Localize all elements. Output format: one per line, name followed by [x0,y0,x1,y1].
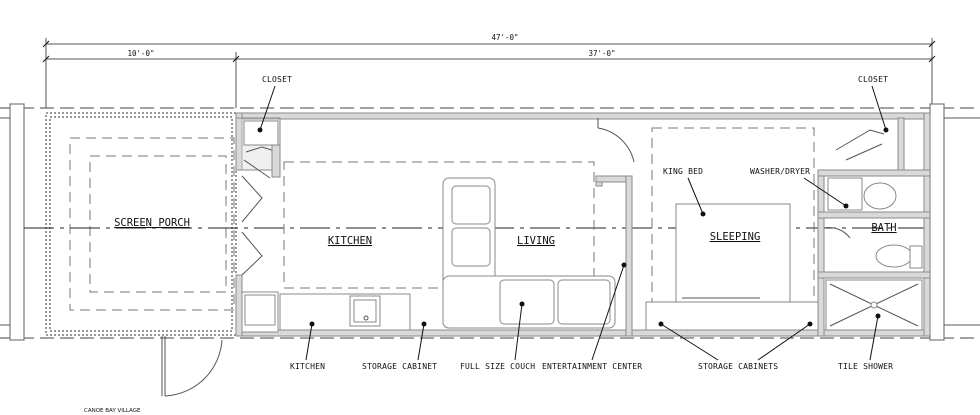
house-walls [235,112,931,337]
bath-room-label: BATH [871,222,896,234]
sleeping-area: SLEEPING [645,127,819,331]
living-area: LIVING [442,177,616,329]
overall-dimension: 47'-0" [491,33,518,42]
bath-area: BATH [825,177,923,331]
storage-cabinet-label: STORAGE CABINET [362,362,437,371]
porch-dimension: 10'-0" [127,49,154,58]
screen-porch-label: SCREEN PORCH [114,217,190,229]
kitchen-room-label: KITCHEN [328,235,372,247]
closet-left-label: CLOSET [262,75,292,84]
tile-shower-label: TILE SHOWER [838,362,893,371]
credit-text: CANOE BAY VILLAGE [84,408,141,414]
closet-right-label: CLOSET [858,75,888,84]
dimension-lines: 47'-0" 10'-0" 37'-0" [42,33,936,108]
storage-cabinets-label: STORAGE CABINETS [698,362,778,371]
main-dimension: 37'-0" [588,49,615,58]
kitchen-area: KITCHEN [241,161,595,333]
sleeping-room-label: SLEEPING [710,231,761,243]
living-room-label: LIVING [517,235,555,247]
washer-dryer-label: WASHER/DRYER [750,167,810,176]
kitchen-callout-label: KITCHEN [290,362,325,371]
roof-overhang [0,103,980,341]
callouts: CLOSET CLOSET KING BED WASHER/DRYER KITC… [257,75,893,371]
king-bed-label: KING BED [663,167,703,176]
entertainment-center-label: ENTERTAINMENT CENTER [542,362,642,371]
full-size-couch-label: FULL SIZE COUCH [460,362,535,371]
